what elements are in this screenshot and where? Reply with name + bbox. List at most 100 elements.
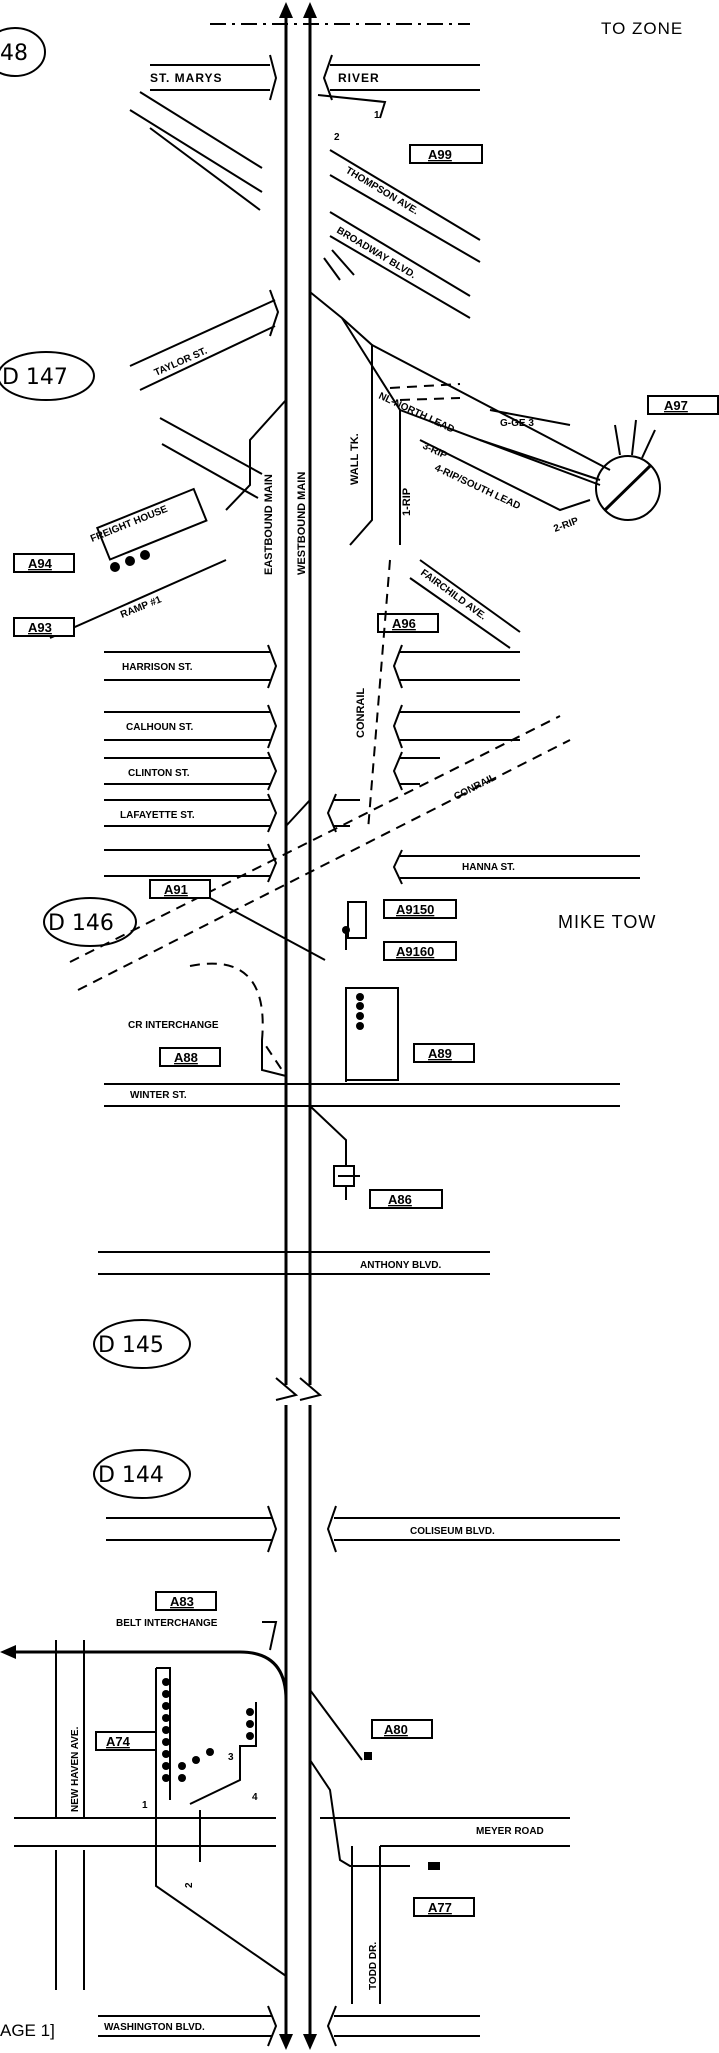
broadway-road (329, 211, 471, 319)
signal-a9160: A9160 (396, 944, 434, 959)
signal-light-icon (140, 550, 150, 560)
arrow-up-icon (279, 2, 293, 18)
signal-light-icon (162, 1714, 170, 1722)
wall-track-label: WALL TK. (349, 433, 361, 485)
eastbound-main-label: EASTBOUND MAIN (263, 474, 275, 575)
signal-a86: A86 (388, 1192, 412, 1207)
river-road (322, 54, 480, 101)
signal-light-icon (206, 1748, 214, 1756)
track-break-mark (299, 1377, 323, 1401)
district-label-d145: D 145 (98, 1333, 164, 1358)
turntable-bridge (603, 464, 652, 512)
signal-a83: A83 (170, 1594, 194, 1609)
signal-a88: A88 (174, 1050, 198, 1065)
river-label: RIVER (338, 71, 380, 85)
signal-a99: A99 (428, 147, 452, 162)
rip2-label: 2-RIP (552, 516, 580, 535)
washington-road-east (326, 2005, 480, 2047)
pointer-line (262, 1621, 278, 1651)
rip4-label: 4-RIP/SOUTH LEAD (433, 463, 522, 512)
nl-north-label: NL-NORTH LEAD (377, 391, 456, 436)
signal-a77: A77 (428, 1900, 452, 1915)
st-marys-label: ST. MARYS (150, 71, 223, 85)
track-break-mark (275, 1377, 299, 1401)
signal-light-icon (356, 993, 364, 1001)
conrail-dashed-track (367, 559, 391, 831)
lafayette-road-east (326, 793, 360, 833)
new-haven-road (55, 1640, 85, 1990)
coliseum-road-east (326, 1505, 620, 1553)
signal-a80: A80 (384, 1722, 408, 1737)
rip2-track (479, 439, 601, 481)
top-spur (317, 94, 387, 119)
arrow-up-icon (303, 2, 317, 18)
harrison-road (104, 644, 278, 689)
yard-tracks (189, 1702, 257, 1805)
cr-interchange-curve (189, 962, 287, 1077)
clinton-label: CLINTON ST. (128, 768, 190, 779)
rip1-label: 1-RIP (401, 488, 413, 516)
signal-light-icon (356, 1012, 364, 1020)
crossover (285, 799, 311, 827)
gge3-track (489, 409, 571, 426)
a80-spur (309, 1689, 363, 1761)
westbound-main-label: WESTBOUND MAIN (296, 472, 308, 575)
signal-light-icon (246, 1708, 254, 1716)
nl-north-lead (371, 344, 611, 471)
washington-label: WASHINGTON BLVD. (104, 2022, 205, 2033)
winter-label: WINTER ST. (130, 1090, 187, 1101)
thompson-road (329, 149, 481, 263)
small-number-4-bottom: 4 (252, 1792, 258, 1803)
signal-box-a97 (647, 395, 719, 415)
belt-interchange-track (16, 1650, 288, 1701)
signal-box-a89 (413, 1043, 475, 1063)
signal-light-icon (246, 1720, 254, 1728)
turntable-icon (595, 455, 661, 521)
harrison-label: HARRISON ST. (122, 662, 193, 673)
small-number-2: 2 (334, 132, 340, 143)
wall-track-line (309, 291, 373, 546)
signal-light-icon (192, 1756, 200, 1764)
todd-label: TODD DR. (368, 1942, 379, 1990)
cr-interchange-label: CR INTERCHANGE (128, 1020, 219, 1031)
signal-light-icon (162, 1726, 170, 1734)
a77-spur (309, 1759, 410, 1867)
new-haven-label: NEW HAVEN AVE. (70, 1726, 81, 1812)
thompson-label: THOMPSON AVE. (343, 165, 420, 217)
arrow-down-icon (303, 2034, 317, 2050)
signal-box-a91 (149, 879, 211, 899)
taylor-road (129, 289, 280, 391)
diagonal-road (159, 417, 263, 499)
signal-box-a77 (413, 1897, 475, 1917)
signal-a97: A97 (664, 398, 688, 413)
lafayette-label: LAFAYETTE ST. (120, 810, 195, 821)
signal-box-a86 (369, 1189, 443, 1209)
district-circle (93, 1319, 191, 1369)
small-number-2-bottom: 2 (184, 1882, 195, 1888)
anthony-label: ANTHONY BLVD. (360, 1260, 442, 1271)
fairchild-road (409, 559, 521, 649)
signal-light-icon (162, 1774, 170, 1782)
conrail-diagonal-label: CONRAIL (452, 772, 498, 802)
signal-a89: A89 (428, 1046, 452, 1061)
signal-light-icon (162, 1762, 170, 1770)
mike-tower-label: MIKE TOW (558, 912, 656, 932)
district-circle (43, 897, 137, 947)
hanna-label: HANNA ST. (462, 862, 515, 873)
gge3-label: G-GE 3 (500, 418, 534, 429)
freight-spur (225, 399, 287, 511)
signal-a74: A74 (106, 1734, 131, 1749)
small-number-1: 1 (374, 110, 380, 121)
signal-a93: A93 (28, 620, 52, 635)
district-label-d147: D 147 (2, 365, 68, 390)
signal-light-icon (162, 1690, 170, 1698)
broadway-label: BROADWAY BLVD. (334, 225, 417, 281)
district-label-d146: D 146 (48, 911, 114, 936)
signal-a9150: A9150 (396, 902, 434, 917)
district-label-d144: D 144 (98, 1463, 164, 1488)
signal-a96: A96 (392, 616, 416, 631)
equipment-box (347, 901, 367, 939)
signal-box-a93 (13, 617, 75, 637)
anthony-road (98, 1251, 490, 1275)
